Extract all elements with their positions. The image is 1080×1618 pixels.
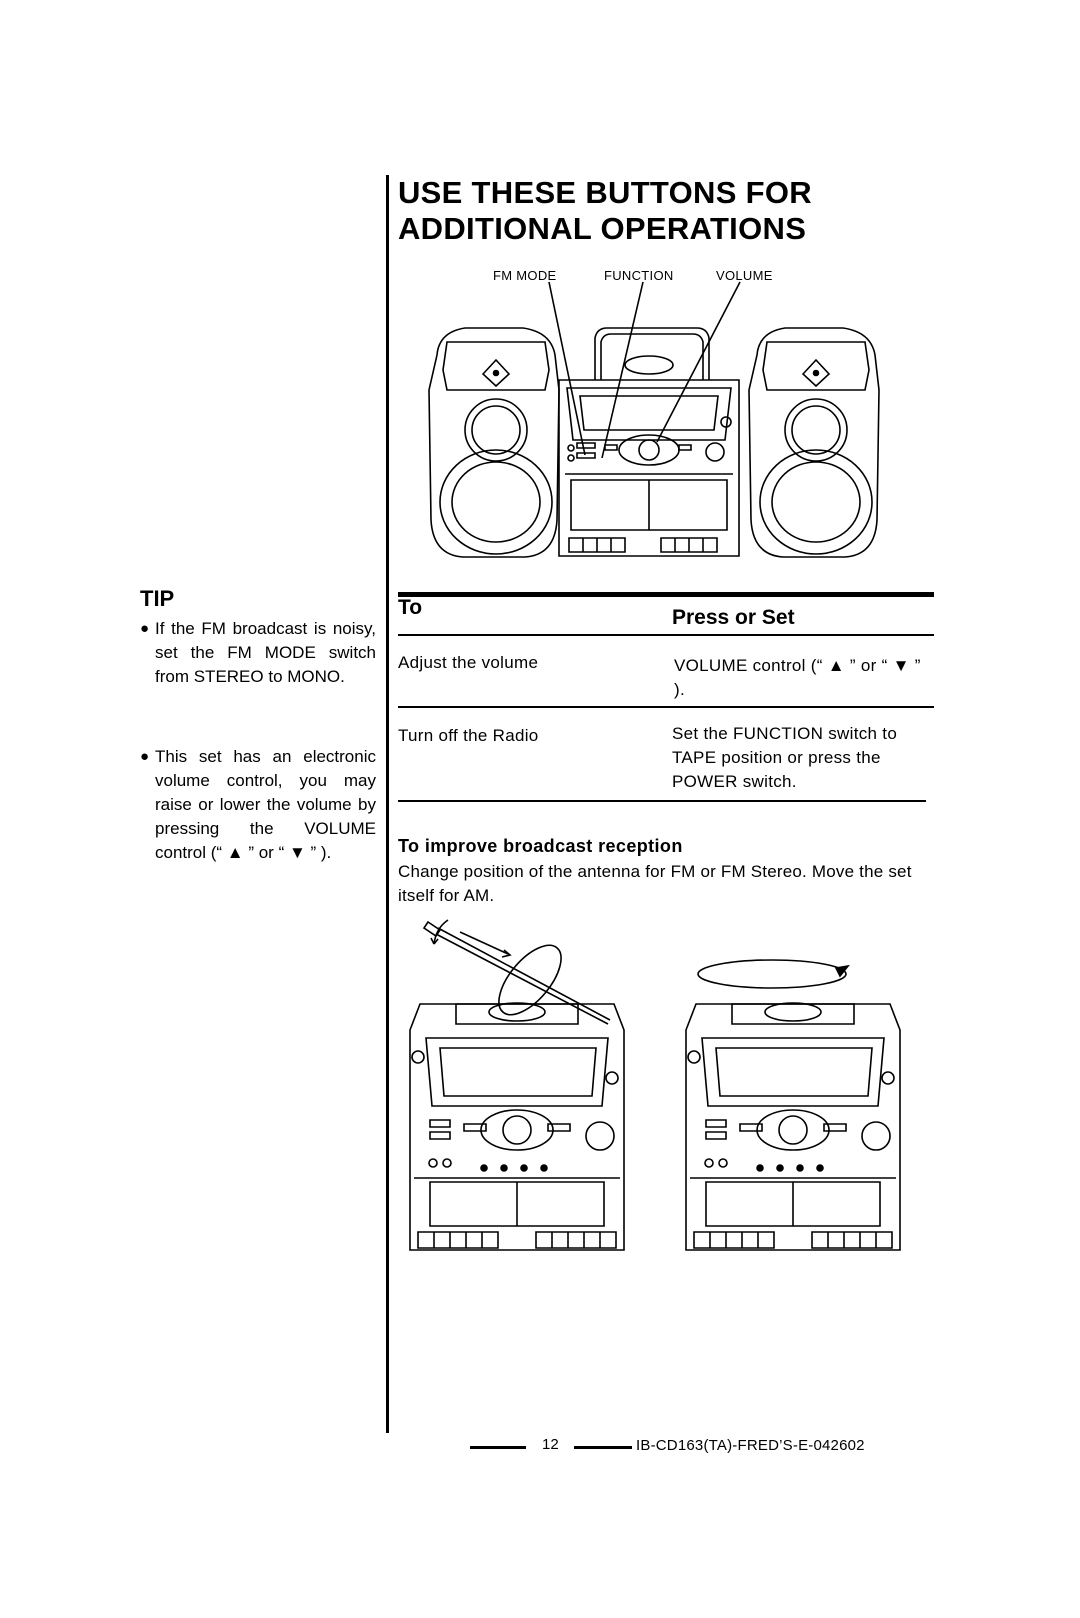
- tip-item-text: This set has an electronic volume contro…: [155, 747, 376, 862]
- reception-body: Change position of the antenna for FM or…: [398, 862, 912, 905]
- tip-item-volume: ● This set has an electronic volume cont…: [140, 745, 376, 865]
- bullet-icon: ●: [140, 748, 150, 765]
- stereo-system-illustration: [425, 280, 875, 565]
- column-header-press-or-set: Press or Set: [672, 606, 795, 629]
- table-row-2-to: Turn off the Radio: [398, 726, 539, 745]
- reception-heading: To improve broadcast reception: [398, 836, 683, 856]
- tip-heading: TIP: [140, 586, 175, 611]
- title-line-1: USE THESE BUTTONS FOR: [398, 175, 812, 210]
- page-number: 12: [542, 1436, 559, 1453]
- callout-function: FUNCTION: [604, 268, 674, 283]
- callout-volume: VOLUME: [716, 268, 773, 283]
- tip-item-text: If the FM broadcast is noisy, set the FM…: [155, 619, 376, 686]
- table-row-2-press: Set the FUNCTION switch to TAPE position…: [672, 724, 898, 791]
- bullet-icon: ●: [140, 620, 150, 637]
- unit-with-antenna-illustration: [400, 920, 640, 1275]
- table-row-1-to: Adjust the volume: [398, 653, 539, 672]
- column-divider: [386, 175, 389, 1433]
- table-row-1-press: VOLUME control (“ ▲ ” or “ ▼ ” ).: [674, 656, 921, 699]
- tip-item-fm-mode: ● If the FM broadcast is noisy, set the …: [140, 617, 376, 689]
- document-code: IB-CD163(TA)-FRED’S-E-042602: [636, 1437, 865, 1454]
- title-line-2: ADDITIONAL OPERATIONS: [398, 211, 807, 246]
- footer-rule-left: [470, 1446, 526, 1449]
- table-bottom-rule: [398, 800, 926, 802]
- table-top-rule: [398, 592, 934, 597]
- page-title: USE THESE BUTTONS FOR ADDITIONAL OPERATI…: [398, 175, 812, 247]
- column-header-to: To: [398, 596, 423, 619]
- row-rule: [398, 706, 934, 708]
- header-rule: [398, 634, 934, 636]
- callout-fm-mode: FM MODE: [493, 268, 557, 283]
- unit-rotation-illustration: [676, 960, 916, 1275]
- footer-rule-right: [574, 1446, 632, 1449]
